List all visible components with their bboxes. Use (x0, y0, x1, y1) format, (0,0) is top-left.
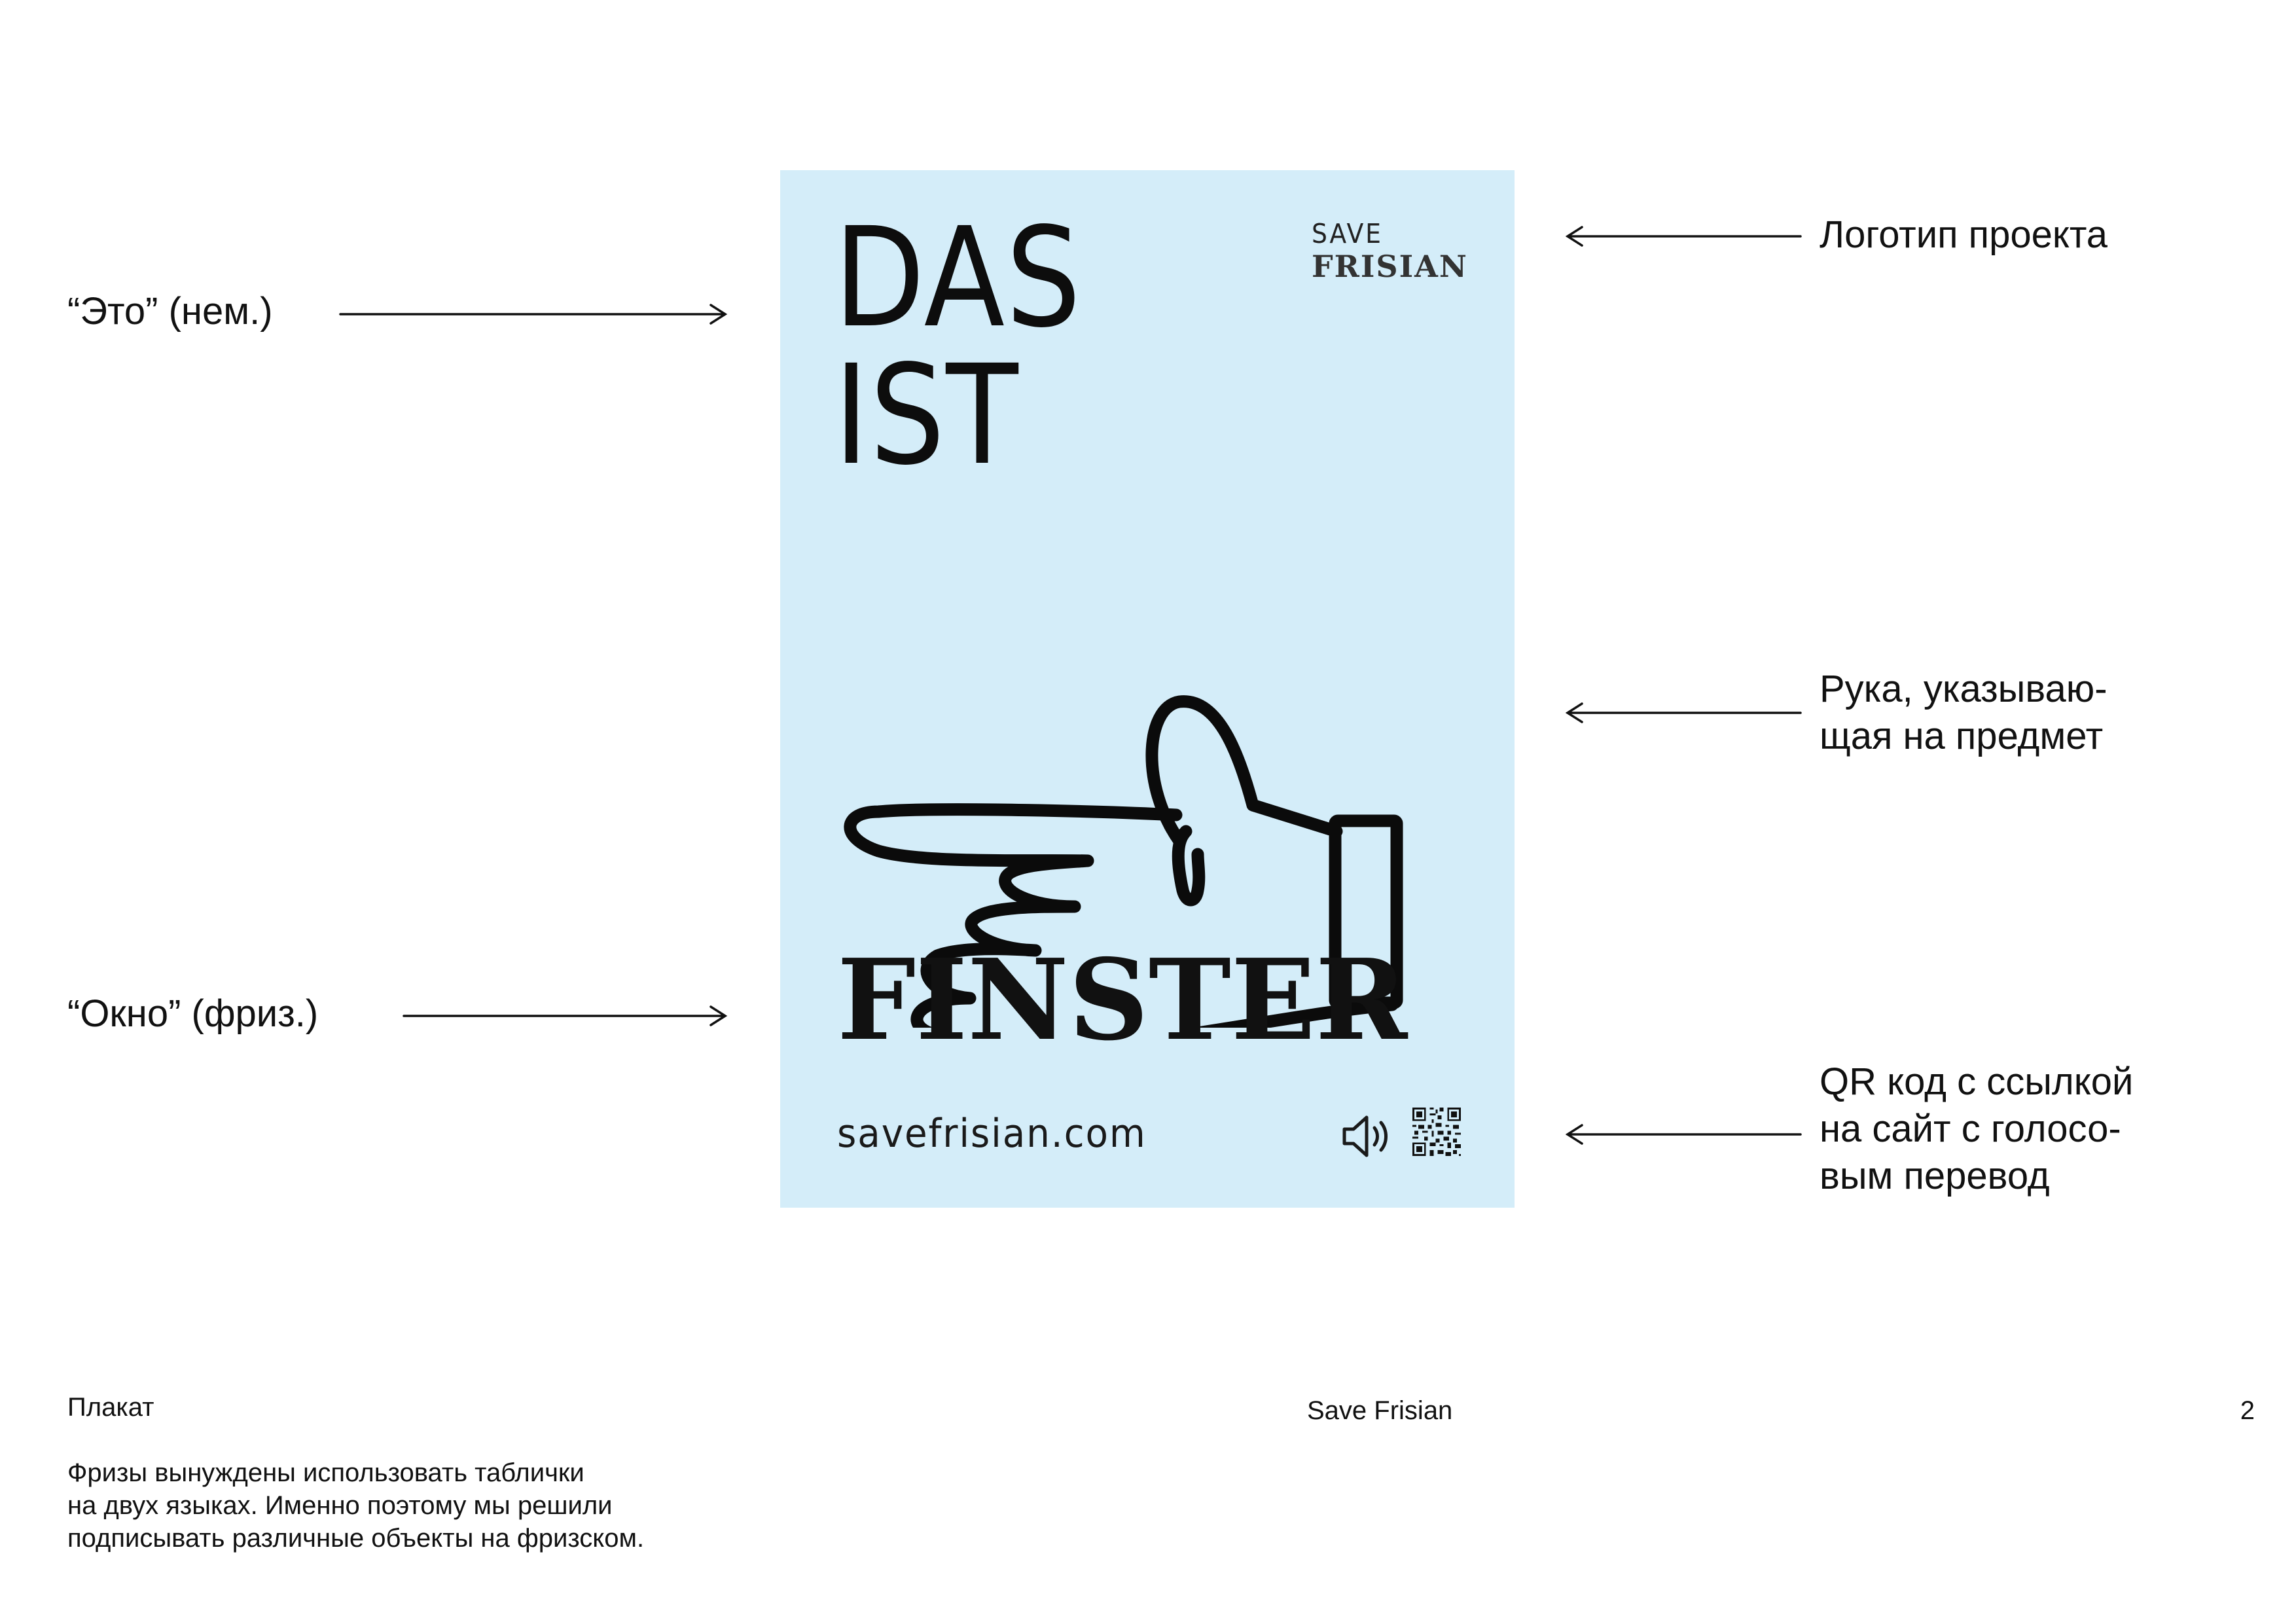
pointing-hand-icon (844, 695, 1403, 1028)
footer-description-line: на двух языках. Именно поэтому мы решили (67, 1491, 613, 1520)
project-logo: SAVE FRISIAN (1312, 218, 1468, 284)
annotation-logo: Логотип проекта (1820, 213, 2108, 256)
annotation-qr-line: вым перевод (1820, 1155, 2050, 1197)
annotation-das-ist: “Это” (нем.) (67, 290, 273, 333)
footer-description: Фризы вынуждены использовать таблички на… (67, 1456, 644, 1555)
poster-word: FINSTER (837, 935, 1408, 1066)
logo-frisian-text: FRISIAN (1312, 249, 1468, 284)
headline-line-das: DAS (834, 198, 1083, 358)
annotation-qr: QR код с ссылкой на сайт с голосо- вым п… (1820, 1058, 2133, 1200)
footer-description-line: подписывать различные объекты на фризско… (67, 1524, 645, 1553)
annotation-qr-line: на сайт с голосо- (1820, 1108, 2121, 1150)
page-number: 2 (2240, 1396, 2255, 1425)
footer-project-name: Save Frisian (1307, 1396, 1453, 1425)
logo-save-text: SAVE (1312, 218, 1383, 249)
arrow-left-icon (1565, 702, 1802, 723)
poster-headline: DAS IST (834, 209, 1082, 484)
annotation-finster: “Окно” (фриз.) (67, 992, 319, 1035)
arrow-left-icon (1565, 226, 1802, 247)
headline-line-ist: IST (834, 335, 1020, 496)
speaker-icon[interactable] (1340, 1110, 1394, 1163)
arrow-right-icon (403, 1005, 728, 1026)
annotation-qr-line: QR код с ссылкой (1820, 1060, 2134, 1103)
arrow-left-icon (1565, 1124, 1802, 1145)
arrow-right-icon (339, 304, 728, 325)
poster-url[interactable]: savefrisian.com (837, 1111, 1147, 1157)
footer-section-label: Плакат (67, 1393, 154, 1422)
annotation-hand-line: Рука, указываю- (1820, 668, 2108, 710)
annotation-hand-line: щая на предмет (1820, 715, 2104, 757)
footer-description-line: Фризы вынуждены использовать таблички (67, 1458, 584, 1487)
poster: DAS IST SAVE FRISIAN FINSTER savefrisian… (780, 170, 1515, 1208)
qr-code-icon[interactable] (1412, 1106, 1461, 1157)
annotation-hand: Рука, указываю- щая на предмет (1820, 666, 2108, 760)
